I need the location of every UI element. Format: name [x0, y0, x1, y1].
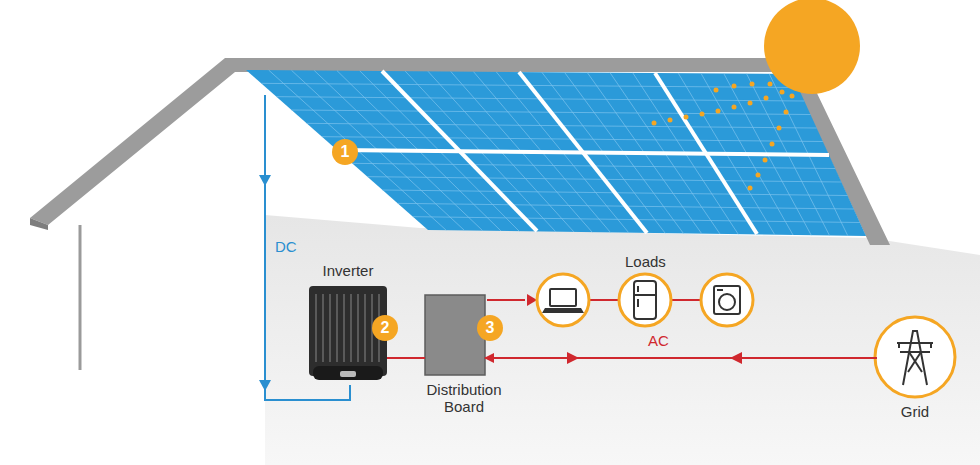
sun: [764, 0, 860, 94]
component-node: Distribution Board: [412, 295, 516, 415]
house-wall: [265, 215, 980, 465]
roof: [30, 58, 890, 245]
roof-eave: [30, 218, 48, 230]
current-type-label: AC: [648, 332, 669, 349]
component-label: Inverter: [296, 262, 400, 279]
load-icons: [537, 274, 753, 326]
group-label: Loads: [625, 253, 666, 270]
component-outline: [875, 317, 955, 397]
distribution-board-body: [425, 295, 485, 375]
callout-number: 3: [477, 315, 503, 341]
callout-number: 1: [332, 139, 358, 165]
ac-wire: [387, 357, 425, 359]
component-node: Grid: [865, 317, 965, 420]
panel-cells: [261, 70, 860, 236]
panel-frames: [337, 71, 829, 234]
wall-edge: [79, 225, 82, 370]
grid-icon: [875, 317, 955, 397]
component-label: Grid: [865, 403, 965, 420]
callout-number: 2: [372, 315, 398, 341]
ac-wire: [485, 357, 877, 359]
dc-arrows: [259, 175, 271, 391]
current-type-label: DC: [275, 238, 297, 255]
component-label: Distribution Board: [412, 381, 516, 415]
solar-panel: [246, 70, 866, 236]
sun-rays: [652, 82, 795, 191]
component-outline: [425, 295, 485, 375]
